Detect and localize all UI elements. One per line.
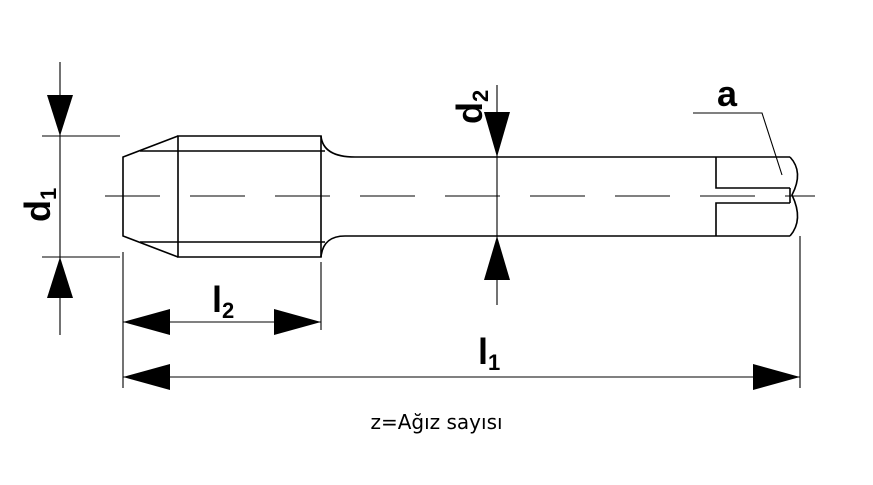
label-l1: l1 <box>478 331 500 375</box>
label-d2: d2 <box>449 90 493 124</box>
svg-text:d2: d2 <box>449 90 493 124</box>
label-a: a <box>717 73 738 114</box>
arrow-left-icon <box>123 309 170 335</box>
arrow-right-icon <box>753 364 800 390</box>
l2-dimension <box>122 252 322 388</box>
caption: z=Ağız sayısı <box>370 410 503 434</box>
d1-dimension <box>42 62 120 335</box>
svg-text:d1: d1 <box>17 188 61 222</box>
l1-dimension <box>123 236 801 390</box>
d2-dimension <box>484 85 510 305</box>
label-d1: d1 <box>17 188 61 222</box>
arrow-up-icon <box>484 236 510 280</box>
a-leader-line <box>693 112 783 176</box>
tap-outline <box>122 135 799 258</box>
arrow-up-icon <box>47 257 73 298</box>
arrow-down-icon <box>47 95 73 136</box>
arrow-left-icon <box>123 364 170 390</box>
arrow-down-icon <box>484 112 510 157</box>
arrow-right-icon <box>274 309 321 335</box>
label-l2: l2 <box>212 279 234 323</box>
